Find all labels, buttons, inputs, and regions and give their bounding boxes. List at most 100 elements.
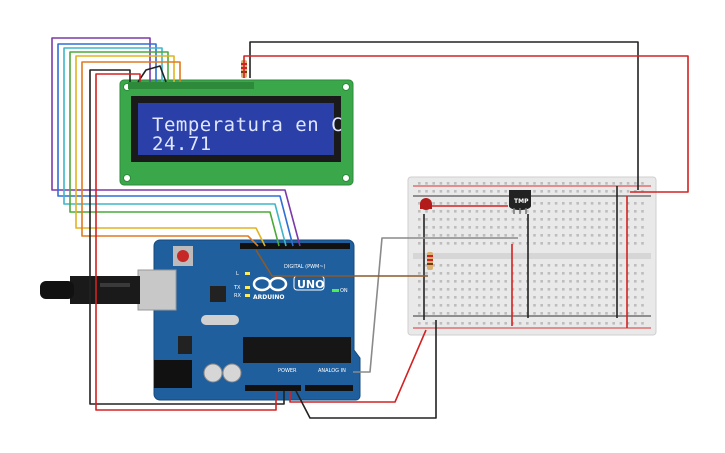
arduino-board[interactable]: ARDUINO UNO L TX RX ON DIGITAL (PWM~) PO…: [40, 239, 361, 401]
breadboard-hole: [634, 264, 637, 267]
breadboard-hole: [468, 264, 471, 267]
breadboard-hole: [619, 288, 623, 291]
breadboard-hole: [425, 234, 428, 237]
breadboard-hole: [425, 242, 428, 245]
breadboard-hole: [562, 234, 565, 237]
breadboard-hole: [432, 226, 435, 229]
breadboard-hole: [425, 312, 428, 315]
breadboard-hole: [634, 304, 637, 307]
breadboard-hole: [547, 182, 551, 185]
tmp-sensor[interactable]: TMP: [509, 190, 531, 214]
breadboard-hole: [425, 272, 428, 275]
breadboard-hole: [533, 242, 536, 245]
breadboard-hole: [612, 242, 615, 245]
breadboard-hole: [612, 272, 615, 275]
wire-red-bottom[interactable]: [289, 329, 427, 403]
breadboard-hole: [468, 312, 471, 315]
breadboard-hole: [439, 242, 443, 245]
breadboard-hole: [425, 190, 428, 193]
breadboard-hole: [425, 182, 428, 185]
breadboard-hole: [439, 190, 443, 193]
breadboard-hole: [454, 202, 457, 205]
breadboard-hole: [634, 202, 637, 205]
breadboard-hole: [475, 210, 479, 213]
breadboard-hole: [540, 296, 543, 299]
breadboard-hole: [641, 322, 644, 325]
breadboard-hole: [490, 190, 493, 193]
breadboard-hole: [454, 264, 457, 267]
breadboard-hole: [634, 312, 637, 315]
breadboard-hole: [605, 202, 608, 205]
wire-red-top[interactable]: [243, 55, 689, 193]
breadboard-hole: [605, 312, 608, 315]
breadboard-hole: [533, 264, 536, 267]
breadboard-hole: [547, 272, 551, 275]
breadboard-hole: [418, 264, 421, 267]
wire-orange[interactable]: [81, 61, 259, 247]
breadboard-hole: [482, 242, 486, 245]
breadboard-hole: [475, 242, 479, 245]
breadboard-hole: [605, 296, 608, 299]
wire-green[interactable]: [69, 51, 280, 247]
breadboard-hole: [454, 272, 457, 275]
lcd-module[interactable]: Temperatura en C 24.71: [119, 79, 354, 186]
breadboard-hole: [418, 190, 421, 193]
breadboard-hole: [619, 210, 623, 213]
breadboard-hole: [590, 304, 594, 307]
breadboard-hole: [418, 272, 421, 275]
wire-blue[interactable]: [57, 43, 294, 247]
breadboard-hole: [425, 210, 428, 213]
breadboard-hole: [612, 312, 615, 315]
breadboard-hole: [619, 296, 623, 299]
breadboard-hole: [468, 190, 471, 193]
breadboard-hole: [439, 280, 443, 283]
breadboard-hole: [569, 242, 572, 245]
breadboard-hole: [432, 182, 435, 185]
breadboard-hole: [490, 218, 493, 221]
breadboard-hole: [468, 202, 471, 205]
breadboard-hole: [583, 202, 587, 205]
reset-button[interactable]: [173, 246, 193, 266]
lcd-line-1: Temperatura en C: [152, 114, 343, 136]
breadboard-hole: [583, 304, 587, 307]
breadboard-hole: [554, 264, 558, 267]
wire-yellow[interactable]: [75, 55, 266, 247]
breadboard-hole: [562, 202, 565, 205]
breadboard-hole: [562, 210, 565, 213]
breadboard-hole: [626, 234, 630, 237]
breadboard-hole: [619, 272, 623, 275]
breadboard-hole: [497, 304, 500, 307]
analog-label: ANALOG IN: [318, 368, 346, 374]
wire-black-bottom[interactable]: [295, 320, 437, 419]
wire-brown[interactable]: [255, 249, 428, 277]
breadboard-hole: [511, 312, 515, 315]
breadboard-hole: [562, 190, 565, 193]
wire-purple[interactable]: [51, 37, 301, 247]
breadboard[interactable]: [407, 176, 657, 336]
wire-black-gnd[interactable]: [89, 69, 285, 405]
breadboard-hole: [569, 280, 572, 283]
breadboard-hole: [540, 288, 543, 291]
breadboard-hole: [598, 234, 601, 237]
breadboard-hole: [504, 288, 507, 291]
breadboard-hole: [468, 218, 471, 221]
wire-gray-analog[interactable]: [353, 237, 518, 373]
breadboard-hole: [454, 280, 457, 283]
breadboard-hole: [576, 234, 579, 237]
breadboard-resistor[interactable]: [427, 252, 433, 270]
wire-black-lcd[interactable]: [137, 65, 167, 83]
wire-red-5v[interactable]: [95, 73, 277, 411]
breadboard-hole: [626, 242, 630, 245]
breadboard-hole: [439, 210, 443, 213]
breadboard-hole: [626, 322, 630, 325]
wire-cyan[interactable]: [63, 47, 287, 247]
breadboard-hole: [533, 312, 536, 315]
red-led[interactable]: [420, 198, 432, 210]
breadboard-hole: [547, 304, 551, 307]
breadboard-hole: [547, 288, 551, 291]
wire-black-top[interactable]: [249, 41, 639, 190]
breadboard-hole: [583, 182, 587, 185]
breadboard-hole: [482, 288, 486, 291]
breadboard-hole: [468, 182, 471, 185]
breadboard-hole: [504, 264, 507, 267]
